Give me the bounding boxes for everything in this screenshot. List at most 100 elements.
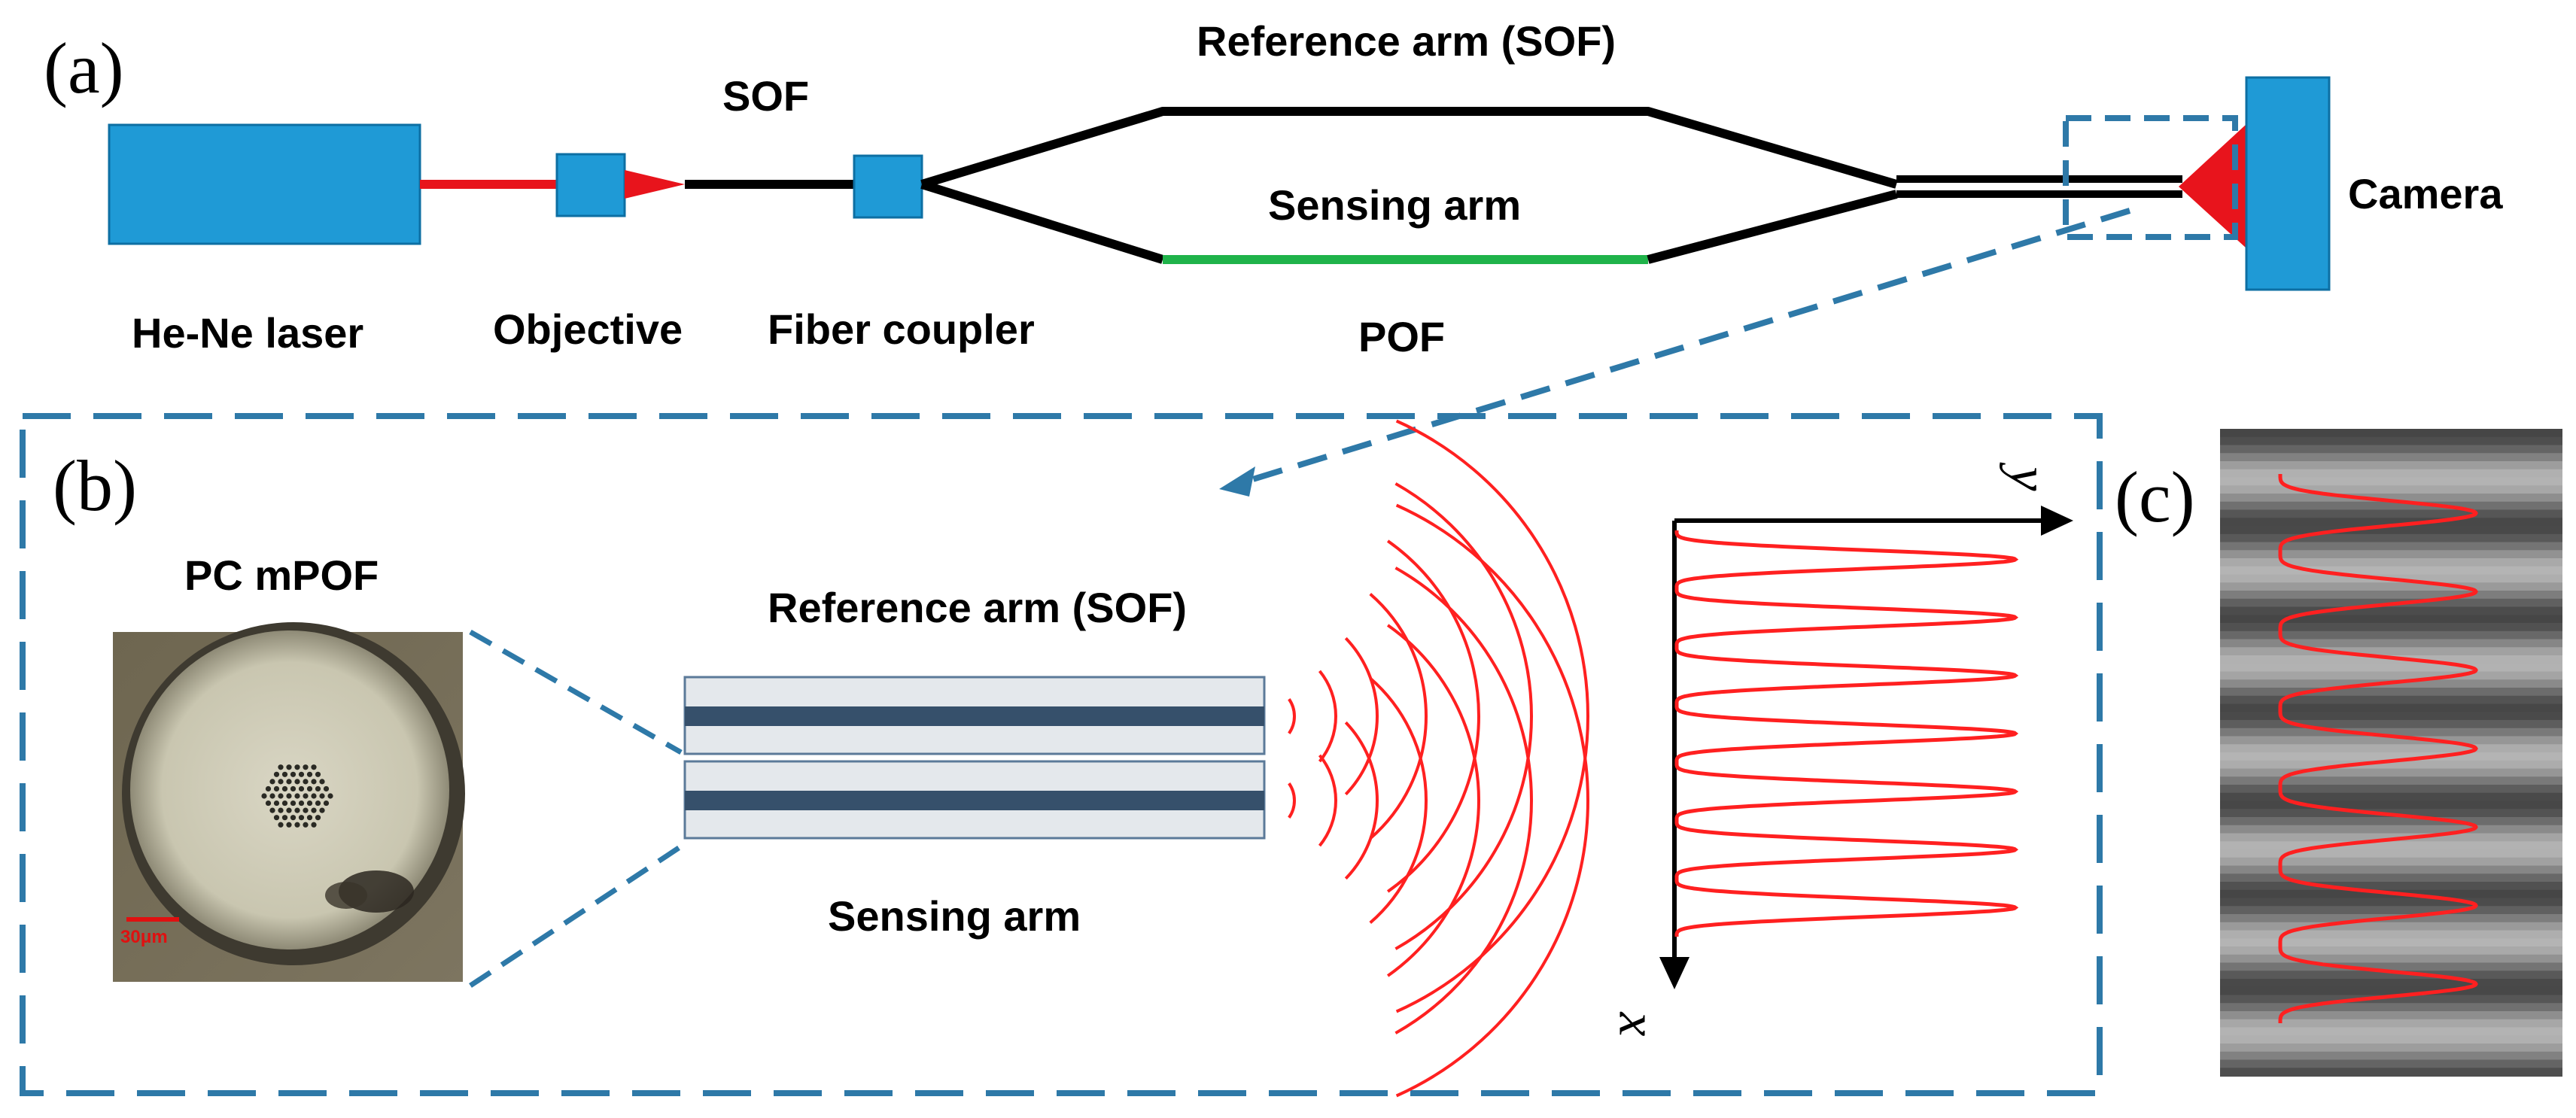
wavefront-arc (1386, 624, 1480, 977)
fringe-band-slice (2220, 930, 2562, 940)
x-axis-label: x (1607, 1012, 1668, 1037)
pc-hole (278, 822, 284, 828)
pc-hole (315, 800, 321, 807)
fringe-band-slice (2220, 768, 2562, 778)
y-axis-label: y (1999, 466, 2060, 491)
fringe-band-slice (2220, 663, 2562, 673)
pc-hole (303, 822, 309, 828)
fringe-band-slice (2220, 776, 2562, 785)
pc-hole (278, 793, 284, 799)
pc-hole (281, 785, 288, 792)
wavefront-arc (1288, 698, 1296, 734)
pc-hole (278, 779, 284, 785)
wavefront-arc (1395, 503, 1590, 1098)
fringe-band-slice (2220, 792, 2562, 802)
fringe-band-slice (2220, 1019, 2562, 1028)
fringe-band-slice (2220, 712, 2562, 721)
fringe-band-slice (2220, 962, 2562, 972)
wavefront-arc (1369, 676, 1428, 925)
pc-hole (269, 807, 275, 813)
pc-hole (261, 793, 267, 799)
pc-hole (303, 779, 309, 785)
fringe-band-slice (2220, 606, 2562, 616)
fringe-band-slice (2220, 655, 2562, 664)
pc-hole (315, 785, 321, 792)
sensing-arm-sof-left (920, 180, 1164, 264)
fringe-band-slice (2220, 954, 2562, 964)
fringe-band-slice (2220, 882, 2562, 891)
pc-hole (294, 764, 300, 770)
fringe-band-slice (2220, 1027, 2562, 1037)
pc-hole (278, 764, 284, 770)
pc-hole (294, 807, 300, 813)
pc-hole (286, 764, 292, 770)
pc-hole (306, 771, 313, 777)
fringe-band-slice (2220, 744, 2562, 753)
reference-fiber-section (683, 676, 1266, 755)
fringe-band-slice (2220, 509, 2562, 519)
pc-hole (306, 800, 313, 807)
fringe-band-slice (2220, 485, 2562, 494)
zoom-line-upper (469, 629, 683, 755)
fringe-band-slice (2220, 841, 2562, 850)
fringe-band-slice (2220, 494, 2562, 503)
pc-hole (303, 793, 309, 799)
pc-hole (298, 815, 305, 821)
sensing-fiber-section (683, 760, 1266, 840)
fringe-band-slice (2220, 623, 2562, 632)
pc-hole (311, 779, 317, 785)
pc-hole (273, 815, 280, 821)
wavefront-arc (1318, 754, 1337, 847)
fringe-band-slice (2220, 857, 2562, 867)
fringe-band-slice (2220, 477, 2562, 487)
pc-hole (265, 800, 272, 807)
fringe-band-slice (2220, 971, 2562, 980)
sof-label: SOF (722, 72, 810, 120)
pc-hole (281, 800, 288, 807)
fringe-photo (2220, 429, 2562, 1077)
fringe-band-slice (2220, 979, 2562, 988)
y-axis-arrowhead (2041, 506, 2073, 536)
fringe-band-slice (2220, 825, 2562, 834)
fringe-band-slice (2220, 865, 2562, 875)
fringe-band-slice (2220, 591, 2562, 600)
fringe-band-slice (2220, 688, 2562, 697)
fringe-band-slice (2220, 550, 2562, 559)
camera-box (2245, 76, 2331, 291)
fringe-band-slice (2220, 1011, 2562, 1020)
fringe-band-slice (2220, 445, 2562, 454)
panel-label-a: (a) (44, 28, 124, 108)
fringe-band-slice (2220, 630, 2562, 640)
fringe-band-slice (2220, 501, 2562, 511)
pc-hole (290, 785, 297, 792)
fringe-band-slice (2220, 436, 2562, 446)
fringe-band-slice (2220, 906, 2562, 915)
pc-hole (319, 793, 325, 799)
fringe-band-slice (2220, 533, 2562, 543)
wavefront-arc (1344, 721, 1379, 880)
pc-mpof-photo (113, 622, 465, 982)
fringe-band-slice (2220, 760, 2562, 770)
sensing-arm-label: Sensing arm (1268, 181, 1522, 229)
scale-bar-label: 30μm (120, 927, 168, 947)
fringe-band-slice (2220, 703, 2562, 713)
fringe-band-slice (2220, 1051, 2562, 1061)
zoom-arrow-line (1244, 208, 2131, 485)
fringe-band-slice (2220, 938, 2562, 947)
pc-hole (315, 815, 321, 821)
fringe-band-slice (2220, 469, 2562, 478)
fringe-band-slice (2220, 639, 2562, 649)
pc-hole (273, 800, 280, 807)
fringe-band-slice (2220, 566, 2562, 576)
fringe-band-slice (2220, 736, 2562, 746)
pc-hole (294, 793, 300, 799)
x-axis-arrowhead (1659, 957, 1689, 989)
pc-hole (286, 779, 292, 785)
pc-hole (306, 815, 313, 821)
pc-hole (311, 793, 317, 799)
wavefront-arc (1394, 482, 1533, 950)
zoom-region-box (2063, 115, 2238, 240)
fringe-band-slice (2220, 453, 2562, 462)
interference-intensity-curve (1674, 530, 2019, 937)
